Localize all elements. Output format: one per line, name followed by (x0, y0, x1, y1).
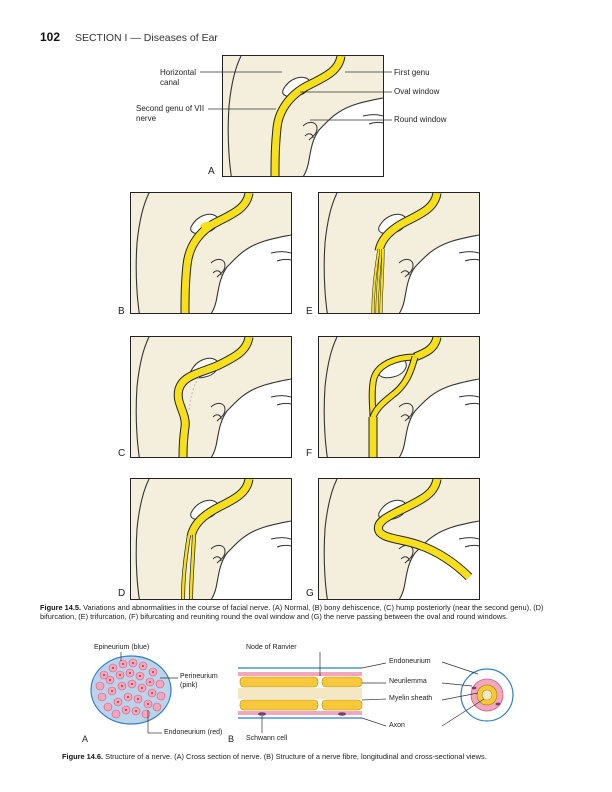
caption-text-14-5: Variations and abnormalities in the cour… (40, 603, 544, 622)
label-second-genu: Second genu of VII nerve (136, 104, 205, 123)
panel-label-a: A (208, 166, 215, 177)
panel-label-b: B (118, 306, 125, 317)
panel-label-g: G (306, 588, 314, 599)
label-horizontal-canal: Horizontal canal (160, 68, 197, 87)
label-axon: Axon (389, 722, 405, 729)
panel-c-hump-posteriorly (130, 336, 292, 458)
label-oval-window: Oval window (394, 87, 440, 96)
page-header: 102 SECTION I — Diseases of Ear (40, 30, 218, 44)
panel-g-between-windows (318, 478, 480, 600)
panel-f-bifurcating-reuniting (318, 336, 480, 458)
page-number: 102 (40, 30, 61, 44)
label-endoneurium: Endoneurium (389, 658, 431, 665)
label-myelin-sheath: Myelin sheath (389, 695, 433, 702)
panel-label-fig-14-6-a: A (82, 734, 89, 744)
label-schwann-cell: Schwann cell (246, 735, 288, 742)
label-endoneurium-red: Endoneurium (red) (164, 729, 223, 736)
panel-b-bony-dehiscence (130, 192, 292, 314)
panel-label-e: E (306, 306, 313, 317)
label-first-genu: First genu (394, 68, 430, 77)
panel-label-f: F (306, 448, 313, 459)
label-round-window: Round window (394, 115, 447, 124)
caption-label-14-6: Figure 14.6. (62, 752, 104, 761)
panel-label-d: D (118, 588, 126, 599)
panel-label-c: C (118, 448, 126, 459)
caption-label-14-5: Figure 14.5. (40, 603, 82, 612)
label-epineurium: Epineurium (blue) (94, 644, 150, 651)
label-neurilemma: Neurilemma (389, 678, 427, 685)
label-perineurium: Perineurium (pink) (180, 673, 218, 689)
section-title: SECTION I — Diseases of Ear (74, 32, 218, 44)
caption-text-14-6: Structure of a nerve. (A) Cross section … (105, 752, 487, 761)
panel-d-bifurcation (130, 478, 292, 600)
label-node-of-ranvier: Node of Ranvier (246, 644, 297, 651)
panel-e-trifurcation (318, 192, 480, 314)
panel-a-normal (222, 55, 384, 177)
caption-figure-14-5: Figure 14.5. Variations and abnormalitie… (40, 603, 572, 621)
panel-label-fig-14-6-b: B (228, 734, 235, 744)
caption-figure-14-6: Figure 14.6. Structure of a nerve. (A) C… (62, 752, 572, 761)
